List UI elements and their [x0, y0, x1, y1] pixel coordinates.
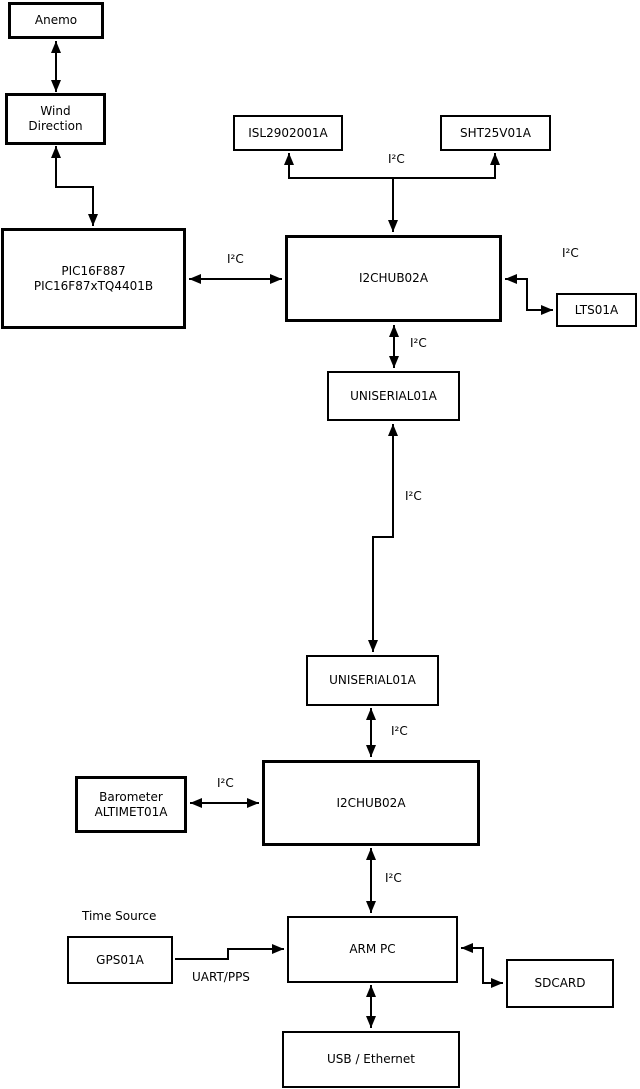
edge-label-i2c-sensors: I²C — [388, 152, 405, 166]
edge-label-i2c-uniserial-hub2: I²C — [391, 724, 408, 738]
node-wind-direction-label-line1: Wind — [40, 104, 71, 118]
node-wind-direction-label-line2: Direction — [28, 119, 83, 133]
edge-label-i2c-hub1-uniserial: I²C — [410, 336, 427, 350]
node-arm-pc-label: ARM PC — [349, 942, 396, 956]
edge-gps-armpc — [175, 944, 284, 960]
node-uniserial-bottom: UNISERIAL01A — [306, 655, 439, 706]
node-gps-label: GPS01A — [96, 952, 144, 967]
node-lts-sensor: LTS01A — [556, 293, 637, 327]
edge-uniserial1-uniserial2 — [368, 424, 398, 652]
node-arm-pc: ARM PC — [287, 916, 458, 983]
edge-label-i2c-barometer-hub2: I²C — [217, 776, 234, 790]
edge-label-i2c-hub2-armpc: I²C — [385, 871, 402, 885]
node-sdcard: SDCARD — [506, 959, 614, 1008]
node-pic-label-line1: PIC16F887 — [61, 263, 126, 278]
edge-wind-pic — [51, 146, 98, 226]
node-barometer-label-line2: ALTIMET01A — [94, 804, 168, 819]
edge-label-i2c-uniserial-link: I²C — [405, 489, 422, 503]
node-gps: GPS01A — [67, 936, 173, 984]
label-time-source: Time Source — [82, 909, 157, 923]
edge-label-i2c-hub1-lts: I²C — [562, 246, 579, 260]
node-anemometer: Anemo — [8, 2, 104, 39]
node-pic-microcontroller: PIC16F887 PIC16F87xTQ4401B — [1, 228, 186, 329]
node-anemometer-label: Anemo — [34, 13, 78, 27]
node-pic-label-line2: PIC16F87xTQ4401B — [33, 278, 154, 293]
node-i2c-hub-bottom: I2CHUB02A — [262, 760, 480, 846]
edge-armpc-sdcard — [461, 943, 503, 988]
node-usb-ethernet-label: USB / Ethernet — [327, 1052, 415, 1066]
node-barometer: Barometer ALTIMET01A — [75, 776, 187, 833]
node-lts-label: LTS01A — [574, 302, 619, 317]
node-barometer-label-line1: Barometer — [99, 789, 163, 804]
node-isl-label: ISL2902001A — [248, 125, 328, 140]
edge-hub1-lts — [505, 274, 553, 315]
node-wind-direction: Wind Direction — [5, 93, 106, 145]
node-uniserial-bottom-label: UNISERIAL01A — [329, 673, 416, 687]
edge-label-uart-pps: UART/PPS — [192, 970, 250, 984]
node-uniserial-top: UNISERIAL01A — [327, 371, 460, 421]
edge-sensors-tee — [284, 153, 500, 179]
node-i2c-hub-top-label: I2CHUB02A — [358, 271, 429, 285]
node-usb-ethernet: USB / Ethernet — [282, 1031, 460, 1088]
node-uniserial-top-label: UNISERIAL01A — [350, 388, 437, 403]
node-i2c-hub-top: I2CHUB02A — [285, 235, 502, 322]
edge-label-i2c-pic-hub1: I²C — [227, 252, 244, 266]
node-sht-label: SHT25V01A — [460, 125, 531, 140]
node-sht-sensor: SHT25V01A — [440, 115, 551, 151]
node-isl-sensor: ISL2902001A — [233, 115, 343, 151]
node-sdcard-label: SDCARD — [534, 976, 586, 990]
node-i2c-hub-bottom-label: I2CHUB02A — [336, 795, 406, 810]
